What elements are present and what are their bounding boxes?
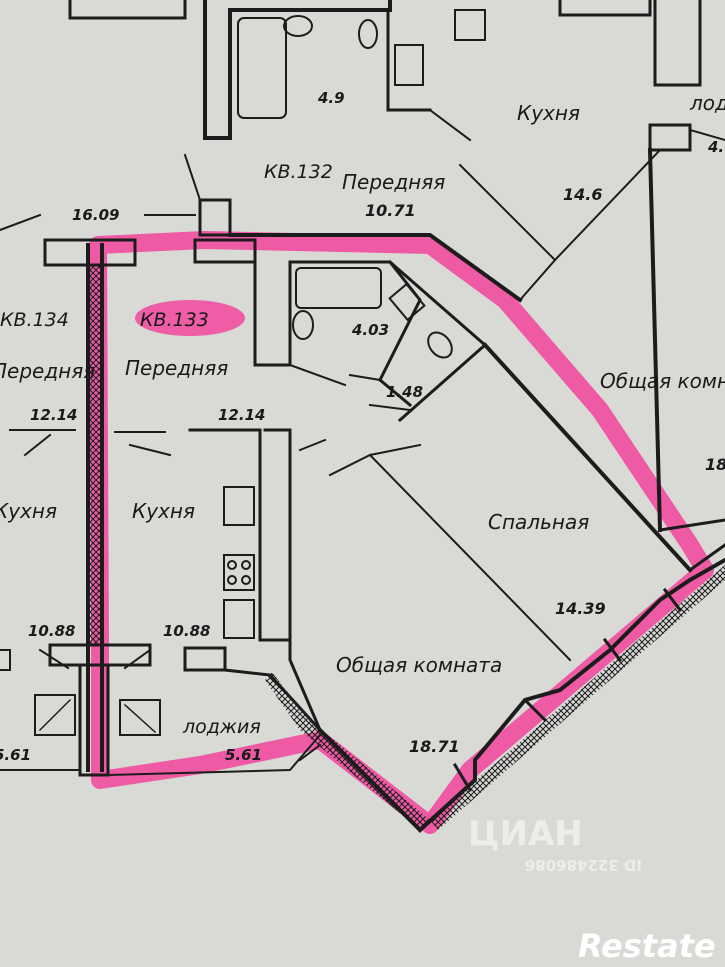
bathtub-kv132 bbox=[237, 17, 287, 119]
kv133-loggia-label: лоджия bbox=[182, 716, 261, 738]
kv133-hall-label: Передняя bbox=[125, 356, 228, 380]
kv133-wc-area: 1.48 bbox=[386, 383, 423, 401]
toilet-kv132 bbox=[358, 19, 378, 49]
kv134-kitchen-area: 12.14 bbox=[30, 406, 77, 424]
counter-kv133 bbox=[223, 599, 255, 639]
right-loggia-label: лод bbox=[689, 91, 725, 115]
kv132-hall-area: 10.71 bbox=[365, 201, 416, 220]
kv133-kitchen-label: Кухня bbox=[132, 499, 195, 523]
kv132-kitchen-label: Кухня bbox=[517, 101, 580, 125]
right-living-area: 18 bbox=[705, 455, 725, 474]
kv132-kitchen-area: 14.6 bbox=[563, 185, 602, 204]
fixtures bbox=[223, 9, 486, 639]
toilet-kv133 bbox=[427, 331, 453, 359]
kv133-hall-area: 16.09 bbox=[72, 206, 119, 224]
kv133-loggia-small-area: 10.88 bbox=[163, 622, 210, 640]
kv134-loggia-area: 10.88 bbox=[28, 622, 75, 640]
kv133-label-highlight bbox=[135, 300, 245, 336]
kv132-bath-area: 4.9 bbox=[317, 89, 345, 107]
kv132-label: КВ.132 bbox=[264, 161, 333, 183]
stove-kv132 bbox=[454, 9, 486, 41]
cian-watermark-text: ЦИАН bbox=[468, 814, 583, 854]
kitchen-sink-kv132 bbox=[394, 44, 424, 86]
kv133-loggia-area: 5.61 bbox=[225, 746, 262, 764]
hatched-wall-right bbox=[430, 565, 725, 830]
kv134-loggia-small-area: 5.61 bbox=[0, 746, 31, 764]
stove-kv133 bbox=[223, 554, 255, 591]
kv133-bedroom-area: 14.39 bbox=[555, 599, 606, 618]
kv133-living-area: 18.71 bbox=[409, 737, 460, 756]
right-small-area: 4. bbox=[707, 138, 724, 156]
walls bbox=[0, 0, 725, 833]
hatched-wall-left bbox=[88, 265, 102, 645]
kitchen-sink-kv133 bbox=[223, 486, 255, 526]
kv133-kitchen-area: 12.14 bbox=[218, 406, 265, 424]
kv133-bath-area: 4.03 bbox=[351, 321, 389, 339]
sink-kv133 bbox=[388, 282, 426, 322]
kv133-bedroom-label: Спальная bbox=[488, 510, 589, 534]
cian-watermark: ЦИАН ID 322486086 bbox=[468, 814, 642, 874]
bathtub-kv133 bbox=[295, 267, 382, 309]
right-living-label: Общая комн bbox=[600, 369, 725, 393]
washbasin-kv133 bbox=[292, 310, 314, 340]
kv133-label: КВ.133 bbox=[140, 309, 209, 331]
kv132-hall-label: Передняя bbox=[342, 170, 445, 194]
cian-watermark-id: ID 322486086 bbox=[525, 856, 642, 874]
hatched-wall-bottom bbox=[300, 720, 430, 830]
hatched-wall-loggia bbox=[265, 672, 310, 730]
kv134-kitchen-label: Кухня bbox=[0, 499, 57, 523]
kv134-hall-label: Передняя bbox=[0, 359, 95, 383]
restate-logo: Restate bbox=[578, 927, 716, 965]
kv133-living-label: Общая комната bbox=[336, 653, 502, 677]
sink-kv132 bbox=[283, 15, 313, 37]
kv134-label: КВ.134 bbox=[0, 309, 69, 331]
